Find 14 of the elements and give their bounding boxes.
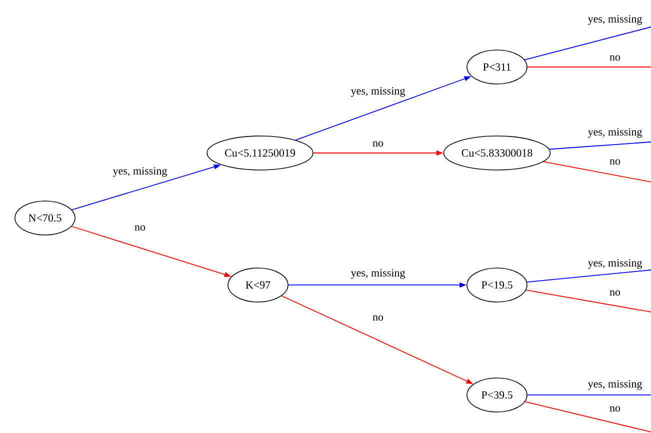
edge-label: yes, missing — [586, 379, 644, 391]
edge-label: no — [372, 314, 384, 322]
edge-label: yes, missing — [586, 258, 644, 270]
edge-label: yes, missing — [112, 166, 168, 178]
edge-label: no — [134, 224, 146, 232]
edge-label: yes, missing — [586, 14, 644, 26]
edge-label: no — [608, 158, 622, 166]
edge-label: no — [608, 289, 622, 297]
edge-label: no — [372, 140, 384, 148]
edge-label: yes, missing — [586, 127, 644, 139]
edge-label: no — [608, 54, 622, 62]
edge-label: yes, missing — [350, 268, 406, 280]
edge-label: no — [608, 405, 622, 413]
edge-label: yes, missing — [350, 86, 406, 98]
